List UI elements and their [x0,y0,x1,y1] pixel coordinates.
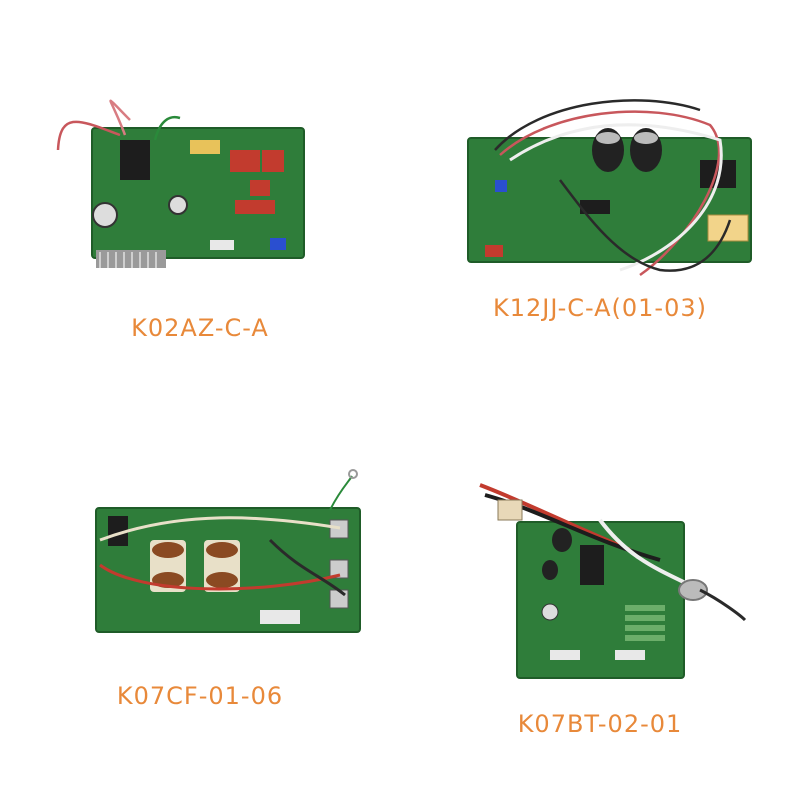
pcb-photo-4 [479,483,747,679]
product-label-4: K07BT-02-01 [517,710,683,738]
pcb-photo-1 [56,99,305,268]
product-card-3: K07CF-01-06 [0,400,400,800]
pcb-photo-3 [95,469,361,633]
product-label-2: K12JJ-C-A(01-03) [492,294,707,322]
product-card-2: K12JJ-C-A(01-03) [400,0,800,400]
pcb-photo-2 [467,99,752,277]
product-label-1: K02AZ-C-A [131,314,269,342]
product-label-3: K07CF-01-06 [116,682,284,710]
product-card-1: K02AZ-C-A [0,0,400,400]
product-card-4: K07BT-02-01 [400,400,800,800]
